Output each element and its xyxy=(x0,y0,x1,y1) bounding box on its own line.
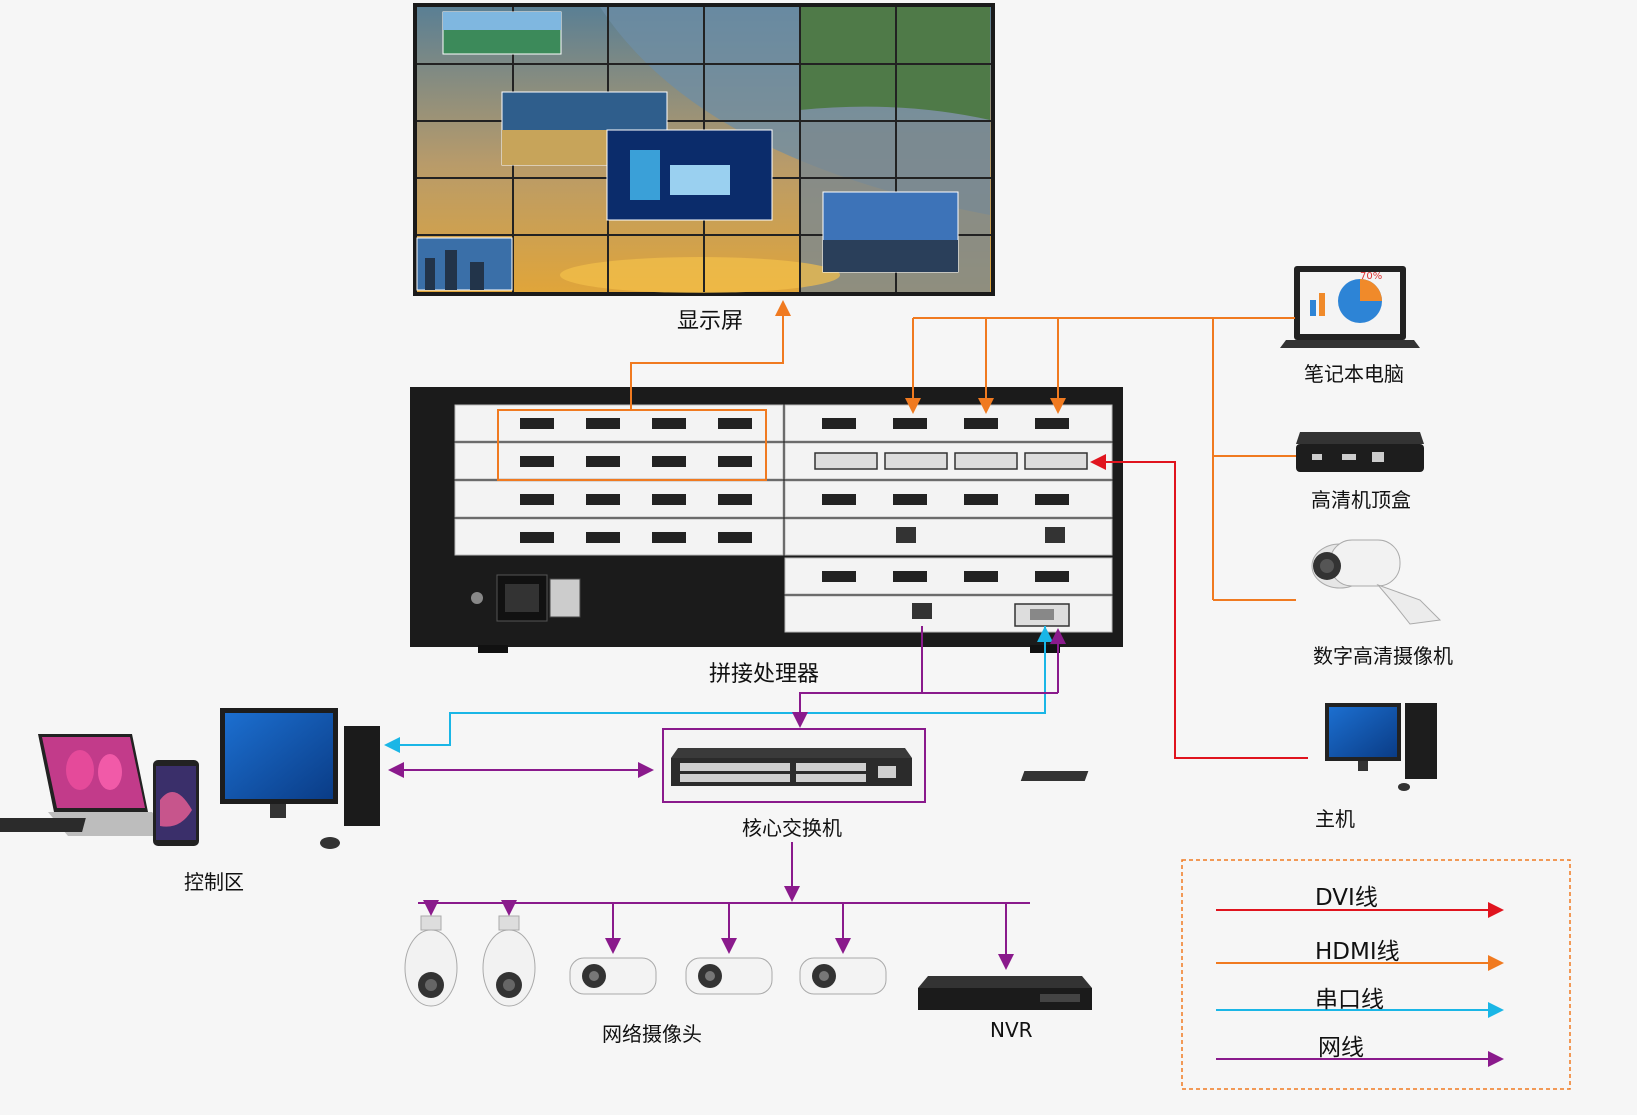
dome-camera-icon xyxy=(404,915,536,1007)
set-top-box-icon xyxy=(1296,432,1424,472)
hdmi-wire-display xyxy=(630,300,791,410)
host-label: 主机 xyxy=(1315,807,1355,831)
legend-serial-label: 串口线 xyxy=(1315,987,1384,1013)
nvr-label: NVR xyxy=(990,1018,1033,1042)
laptop-icon: 70% xyxy=(1280,266,1420,348)
control-workstation-icon xyxy=(0,708,380,849)
serial-wire xyxy=(384,626,1046,753)
bullet-camera-icon xyxy=(1311,539,1442,625)
display-label: 显示屏 xyxy=(677,309,744,334)
switch-label: 核心交换机 xyxy=(742,816,842,840)
hdcam-label: 数字高清摄像机 xyxy=(1313,644,1453,668)
nvr-icon xyxy=(918,976,1092,1010)
bullet-camera-icon xyxy=(569,957,887,995)
network-wire xyxy=(388,626,1066,970)
desktop-pc-icon xyxy=(1020,703,1437,791)
legend-hdmi-label: HDMI线 xyxy=(1315,939,1400,965)
video-wall-icon xyxy=(413,3,995,296)
chart-note-text: 70% xyxy=(1360,271,1382,282)
netcam-label: 网络摄像头 xyxy=(602,1022,702,1046)
dvi-wire-host xyxy=(1090,454,1308,759)
network-switch-icon xyxy=(662,728,926,803)
processor-label: 拼接处理器 xyxy=(709,662,820,687)
legend-net-label: 网线 xyxy=(1318,1035,1364,1061)
control-label: 控制区 xyxy=(184,870,244,894)
laptop-label: 笔记本电脑 xyxy=(1304,362,1404,386)
hdmi-wire-sources xyxy=(905,317,1296,601)
legend-dvi-label: DVI线 xyxy=(1315,885,1378,911)
processor-chassis-icon xyxy=(410,387,1123,653)
settop-label: 高清机顶盒 xyxy=(1311,488,1411,512)
